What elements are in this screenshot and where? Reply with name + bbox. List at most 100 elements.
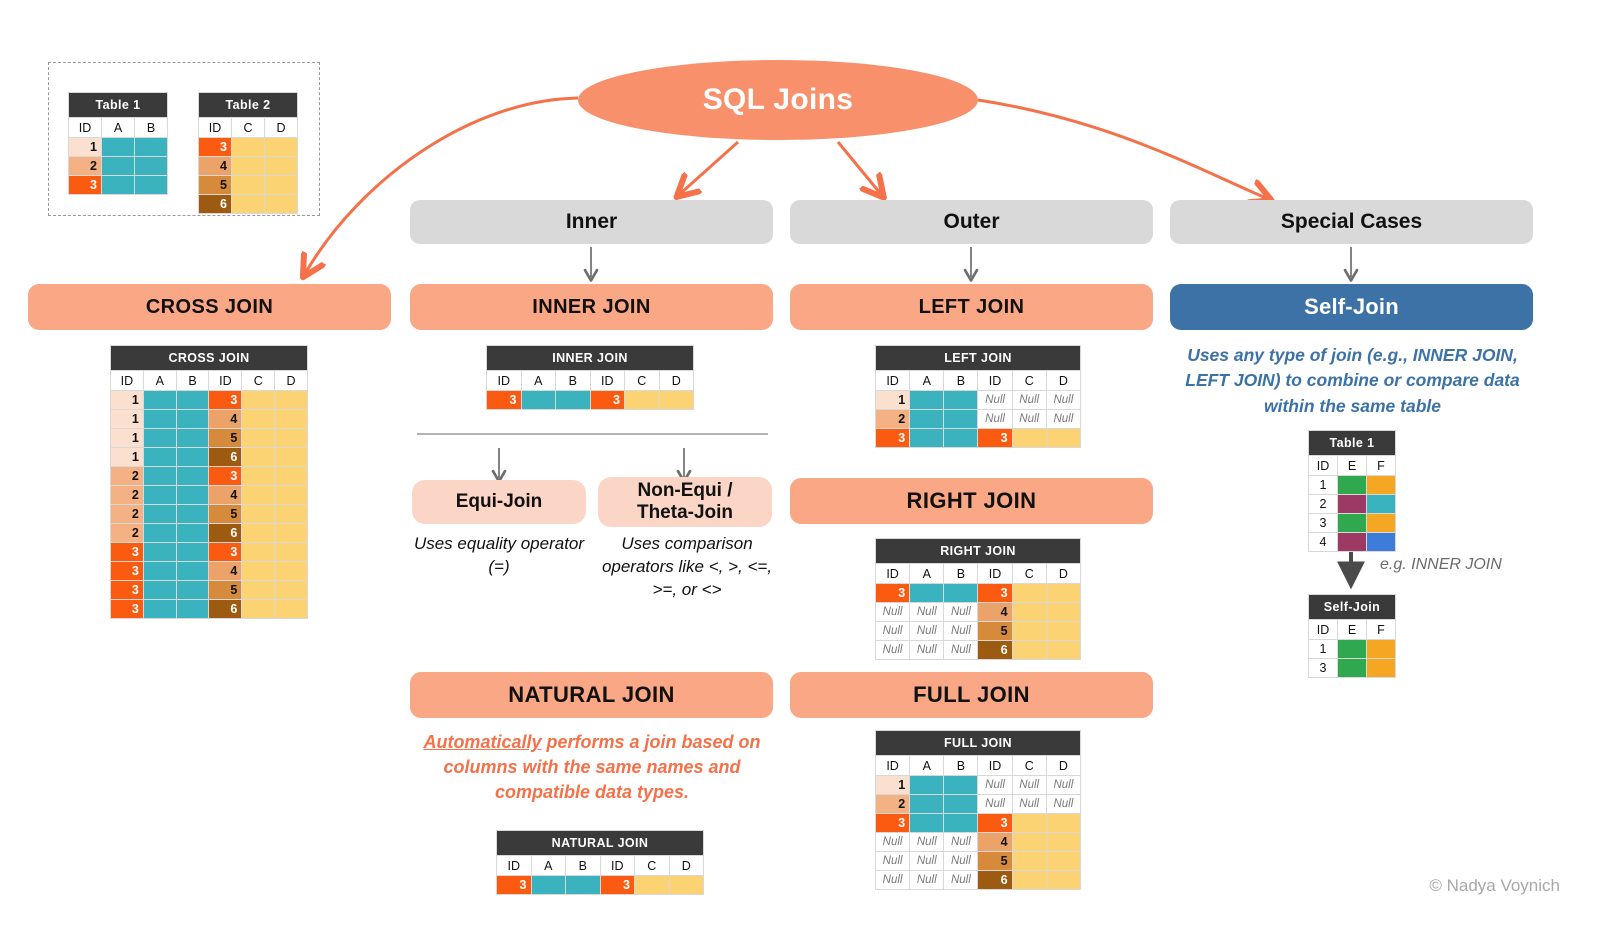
col-header: F — [1366, 455, 1396, 476]
value-cell — [134, 175, 168, 195]
value-cell — [1011, 583, 1047, 603]
value-cell — [909, 813, 945, 833]
id-cell: 1 — [110, 428, 144, 448]
null-cell: Null — [874, 851, 911, 871]
null-cell: Null — [1011, 390, 1047, 410]
col-header: D — [1045, 755, 1082, 776]
col-header: ID — [110, 370, 144, 391]
value-cell — [175, 561, 210, 581]
table-caption: Table 2 — [198, 92, 298, 118]
col-header: A — [909, 755, 945, 776]
value-cell — [134, 137, 168, 157]
col-header: E — [1337, 619, 1367, 640]
join-box-natural-join[interactable]: NATURAL JOIN — [410, 672, 773, 718]
join-box-inner-join[interactable]: INNER JOIN — [410, 284, 773, 330]
subtype-pill-non-equi-theta-join[interactable]: Non-Equi /Theta-Join — [598, 477, 772, 527]
value-cell — [274, 599, 308, 619]
col-header: B — [565, 855, 601, 876]
null-cell: Null — [977, 775, 1013, 795]
value-cell — [943, 409, 979, 429]
value-cell — [142, 542, 177, 562]
value-cell — [909, 775, 945, 795]
value-cell — [1011, 621, 1047, 641]
join-box-cross-join[interactable]: CROSS JOIN — [28, 284, 391, 330]
table-row: 3 — [68, 175, 168, 195]
value-cell — [231, 194, 265, 214]
join-box-right-join[interactable]: RIGHT JOIN — [790, 478, 1153, 524]
null-cell: Null — [943, 851, 979, 871]
id-cell: 4 — [208, 409, 243, 429]
id-cell: 3 — [110, 580, 144, 600]
table-caption: INNER JOIN — [486, 345, 694, 371]
col-header: B — [943, 370, 979, 391]
col-header: ID — [977, 563, 1013, 584]
category-box-inner[interactable]: Inner — [410, 200, 773, 244]
value-cell — [1337, 532, 1367, 552]
value-cell — [1011, 813, 1047, 833]
value-cell — [1011, 870, 1047, 890]
root-node-sql-joins[interactable]: SQL Joins — [578, 60, 978, 140]
value-cell — [142, 504, 177, 524]
null-cell: Null — [909, 832, 945, 852]
table-row: 4 — [198, 156, 298, 176]
value-cell — [943, 813, 979, 833]
value-cell — [909, 428, 945, 448]
category-box-special-cases[interactable]: Special Cases — [1170, 200, 1533, 244]
value-cell — [241, 466, 276, 486]
id-cell: 2 — [874, 794, 911, 814]
id-cell: 3 — [208, 390, 243, 410]
value-cell — [555, 390, 591, 410]
category-box-outer[interactable]: Outer — [790, 200, 1153, 244]
null-cell: Null — [874, 621, 911, 641]
subtype-pill-equi-join[interactable]: Equi-Join — [412, 480, 586, 524]
join-label: Self-Join — [1304, 294, 1399, 319]
join-box-self-join[interactable]: Self-Join — [1170, 284, 1533, 330]
id-cell: 5 — [198, 175, 232, 195]
value-cell — [274, 523, 308, 543]
null-cell: Null — [1045, 775, 1082, 795]
table-row: 6 — [198, 194, 298, 214]
join-box-full-join[interactable]: FULL JOIN — [790, 672, 1153, 718]
value-cell — [175, 447, 210, 467]
id-cell: 1 — [110, 447, 144, 467]
id-cell: 3 — [1308, 513, 1338, 533]
value-cell — [1366, 532, 1396, 552]
col-header: C — [1011, 370, 1047, 391]
id-cell: 4 — [977, 602, 1013, 622]
null-cell: Null — [1045, 794, 1082, 814]
value-cell — [142, 561, 177, 581]
col-header: C — [241, 370, 276, 391]
value-cell — [1045, 602, 1082, 622]
value-cell — [1011, 832, 1047, 852]
join-label: CROSS JOIN — [145, 295, 274, 318]
value-cell — [274, 428, 308, 448]
col-header: D — [1045, 370, 1082, 391]
root-title: SQL Joins — [702, 83, 854, 116]
col-header: ID — [198, 117, 232, 138]
null-cell: Null — [943, 602, 979, 622]
value-cell — [142, 428, 177, 448]
value-cell — [1337, 639, 1367, 659]
value-cell — [1011, 851, 1047, 871]
table-caption: CROSS JOIN — [110, 345, 308, 371]
id-cell: 2 — [68, 156, 102, 176]
join-label: INNER JOIN — [532, 295, 651, 318]
id-cell: 3 — [874, 813, 911, 833]
join-box-left-join[interactable]: LEFT JOIN — [790, 284, 1153, 330]
value-cell — [175, 504, 210, 524]
arrow-root-to-cross — [306, 96, 579, 272]
